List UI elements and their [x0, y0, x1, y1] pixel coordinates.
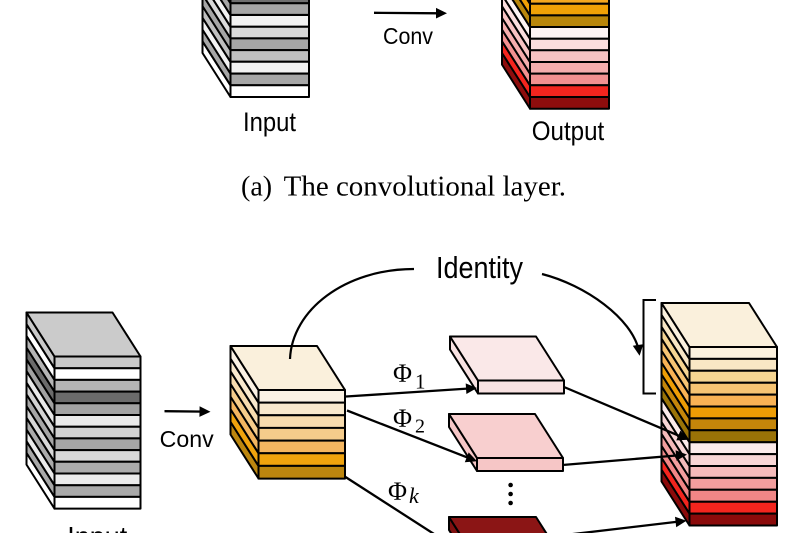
- svg-text:2: 2: [415, 416, 425, 438]
- svg-text:k: k: [409, 483, 420, 508]
- svg-text:The convolutional layer.: The convolutional layer.: [284, 172, 566, 203]
- svg-text:Conv: Conv: [160, 426, 214, 452]
- svg-text:Φ: Φ: [393, 404, 412, 433]
- svg-text:Conv: Conv: [383, 23, 433, 49]
- svg-text:1: 1: [415, 370, 426, 394]
- svg-text:Φ: Φ: [388, 477, 407, 506]
- svg-text:Input: Input: [243, 107, 296, 137]
- svg-text:Identity: Identity: [436, 250, 523, 285]
- svg-text:(a): (a): [241, 172, 272, 203]
- svg-text:Input: Input: [67, 521, 127, 533]
- svg-text:Output: Output: [532, 116, 605, 146]
- svg-text:Φ: Φ: [393, 359, 412, 388]
